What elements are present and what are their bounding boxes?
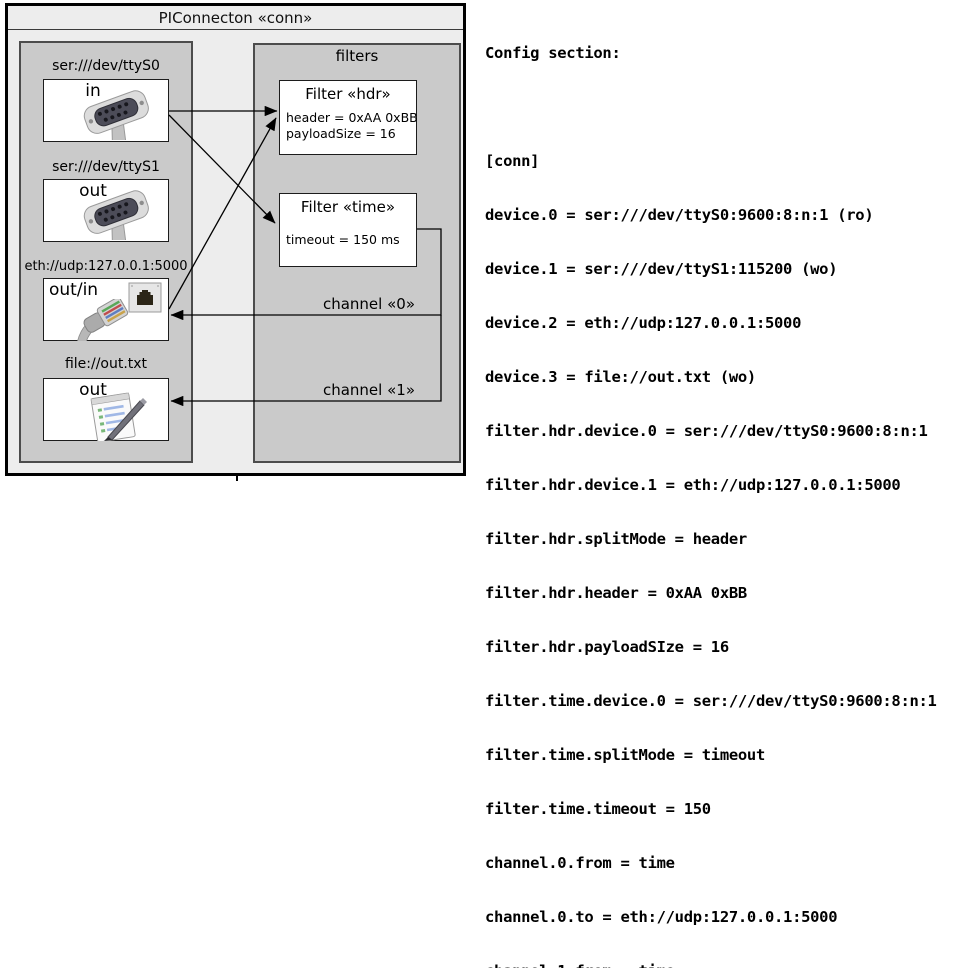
config-line: device.3 = file://out.txt (wo) [485,368,756,386]
channel-0-label: channel «0» [322,295,415,313]
filter-title: Filter «time» [300,198,396,216]
config-line: channel.0.to = eth://udp:127.0.0.1:5000 [485,908,838,926]
device-direction: out [79,181,107,201]
device-uri-label: ser:///dev/ttyS0 [52,58,160,74]
device-uri-label: file://out.txt [64,356,148,372]
config-line: filter.hdr.device.1 = eth://udp:127.0.0.… [485,476,901,494]
screenshot-stage: PIConnecton «conn» ser:///dev/ttyS0 in [5,3,937,968]
device-direction: out/in [49,280,99,300]
filter-param: payloadSize = 16 [286,126,396,141]
connection-diagram: PIConnecton «conn» ser:///dev/ttyS0 in [5,3,466,476]
filter-title: Filter «hdr» [305,85,391,103]
config-line: device.1 = ser:///dev/ttyS1:115200 (wo) [485,260,838,278]
device-box-file: out [43,378,169,441]
device-box-ttyS0: in [43,79,169,142]
config-heading: Config section: [485,44,621,62]
config-line: channel.1.from = time [485,962,963,968]
notepad-icon [90,392,147,441]
ethernet-port-icon [128,282,162,313]
config-blank-line [485,98,963,116]
config-line: [conn] [485,152,540,170]
ethernet-cable-icon [77,299,129,341]
config-line: filter.hdr.splitMode = header [485,530,747,548]
serial-connector-icon [83,190,149,240]
device-box-ttyS1: out [43,179,169,242]
config-line: filter.hdr.device.0 = ser:///dev/ttyS0:9… [485,422,928,440]
page-boundary-tick [236,474,238,481]
config-line: filter.hdr.header = 0xAA 0xBB [485,584,747,602]
config-line: filter.time.splitMode = timeout [485,746,765,764]
devices-panel: ser:///dev/ttyS0 in [19,41,193,463]
config-line: device.2 = eth://udp:127.0.0.1:5000 [485,314,802,332]
device-uri-label: ser:///dev/ttyS1 [52,159,160,175]
device-uri-label: eth://udp:127.0.0.1:5000 [24,259,188,274]
config-line: filter.hdr.payloadSIze = 16 [485,638,729,656]
serial-connector-icon [83,90,149,140]
config-line: device.0 = ser:///dev/ttyS0:9600:8:n:1 (… [485,206,874,224]
device-box-eth: out/in [43,278,169,341]
config-line: filter.time.timeout = 150 [485,800,711,818]
config-line: channel.0.from = time [485,854,675,872]
filter-box-hdr: Filter «hdr» header = 0xAA 0xBB payloadS… [279,80,418,155]
device-direction: out [79,380,107,400]
filters-panel-title: filters [335,47,379,65]
config-line: filter.time.device.0 = ser:///dev/ttyS0:… [485,692,937,710]
config-section: Config section: [conn] device.0 = ser://… [485,8,963,968]
title-separator [8,29,463,30]
diagram-title: PIConnecton «conn» [158,9,313,27]
device-direction: in [85,81,101,101]
filter-box-time: Filter «time» timeout = 150 ms [279,193,417,267]
channel-1-label: channel «1» [322,381,415,399]
filter-param: timeout = 150 ms [286,232,400,247]
filters-panel: filters Filter «hdr» header = 0xAA 0xBB … [253,43,461,463]
filter-param: header = 0xAA 0xBB [286,110,418,125]
